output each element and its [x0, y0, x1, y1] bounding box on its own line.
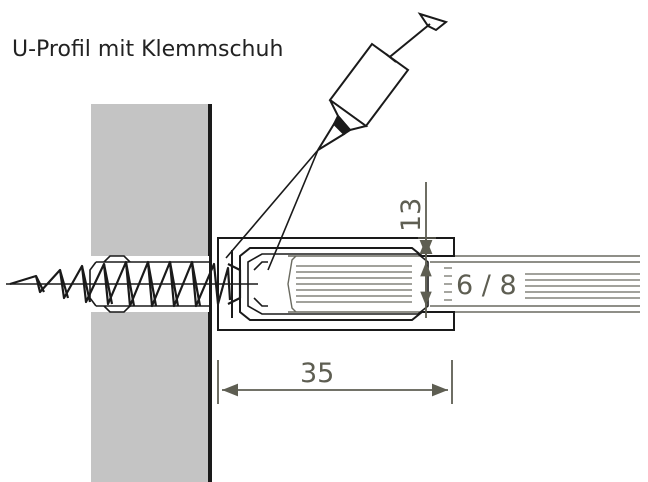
glass-hatch [296, 265, 640, 303]
silicone-cartridge-icon [225, 12, 449, 271]
dimension-label-glass: 6 / 8 [456, 270, 517, 301]
glass-edge [287, 255, 297, 313]
wall-upper [91, 104, 209, 256]
wall-lower [91, 312, 209, 482]
dimension-profile-depth [217, 360, 453, 404]
screw-icon [6, 260, 258, 308]
diagram-title: U-Profil mit Klemmschuh [12, 37, 283, 62]
clamping-shoe [247, 253, 429, 315]
glass-pane [288, 255, 640, 313]
wall [91, 104, 212, 482]
dimension-label-13: 13 [396, 198, 427, 232]
dimension-label-35: 35 [300, 358, 334, 389]
